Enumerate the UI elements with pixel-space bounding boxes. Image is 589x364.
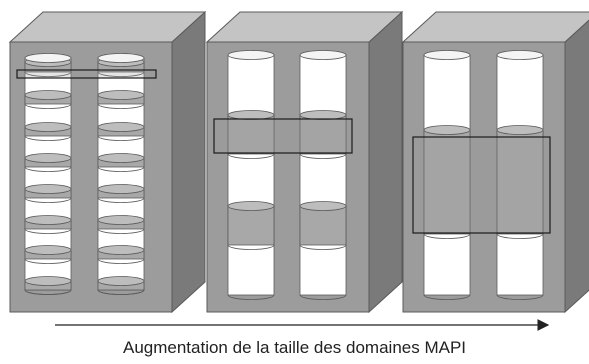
block-side-face: [368, 10, 403, 314]
band-bottom-arc: [24, 103, 72, 109]
band-top-ellipse: [24, 184, 72, 194]
band-bottom-arc: [24, 135, 72, 141]
block-side-face: [171, 10, 206, 314]
band-top-ellipse: [423, 125, 471, 135]
cylinder: [423, 50, 471, 300]
cylinder: [496, 50, 544, 300]
band-bottom-arc: [227, 153, 275, 159]
cylinder-bottom-arc: [97, 289, 145, 295]
cylinder-bottom-arc: [24, 289, 72, 295]
band-bottom-arc: [423, 233, 471, 239]
band-bottom-arc: [299, 244, 347, 250]
band-bottom-arc: [97, 166, 145, 172]
band-bottom-arc: [24, 197, 72, 203]
band-top-ellipse: [24, 153, 72, 163]
band-top-ellipse: [227, 201, 275, 211]
cylinder-bottom-arc: [227, 294, 275, 300]
band-bottom-arc: [97, 103, 145, 109]
block-top-face: [8, 11, 207, 43]
band-bottom-arc: [496, 233, 544, 239]
band-top-ellipse: [97, 184, 145, 194]
block-side-face: [564, 19, 589, 314]
cylinder: [227, 50, 275, 300]
band-top-ellipse: [97, 276, 145, 286]
block-top-face: [401, 11, 589, 43]
band-top-ellipse: [24, 245, 72, 255]
band-top-ellipse: [24, 122, 72, 132]
band-bottom-arc: [97, 71, 145, 77]
mapi-domain-frame: [213, 118, 353, 154]
cylinder-top-ellipse: [227, 50, 275, 60]
band-bottom-arc: [97, 258, 145, 264]
cylinder-top-ellipse: [496, 50, 544, 60]
cylinder-bottom-arc: [496, 294, 544, 300]
panel-large-domains: [401, 11, 589, 314]
band-top-ellipse: [299, 201, 347, 211]
band-bottom-arc: [227, 244, 275, 250]
panel-small-domains: [8, 10, 207, 314]
band-top-ellipse: [97, 153, 145, 163]
mapi-domain-frame: [412, 136, 551, 234]
cylinder-band: [299, 205, 347, 246]
cylinder: [299, 50, 347, 300]
cylinder-band: [227, 114, 275, 155]
cylinder-body: [299, 54, 347, 296]
band-top-ellipse: [496, 125, 544, 135]
cylinder-top-ellipse: [423, 50, 471, 60]
band-top-ellipse: [227, 110, 275, 120]
cylinder-bottom-arc: [423, 294, 471, 300]
mapi-domain-frame: [16, 69, 157, 79]
band-top-ellipse: [24, 215, 72, 225]
band-top-ellipse: [97, 90, 145, 100]
band-bottom-arc: [97, 197, 145, 203]
cylinder-band: [496, 129, 544, 235]
cylinder-bottom-arc: [299, 294, 347, 300]
cylinder-band: [299, 114, 347, 155]
cylinder-band: [423, 129, 471, 235]
band-top-ellipse: [97, 245, 145, 255]
cylinder-top-ellipse: [24, 53, 72, 63]
cylinder-top-ellipse: [299, 50, 347, 60]
cylinder: [97, 53, 145, 295]
band-top-ellipse: [97, 122, 145, 132]
band-top-ellipse: [97, 215, 145, 225]
band-bottom-arc: [97, 135, 145, 141]
band-bottom-arc: [97, 228, 145, 234]
cylinder-top-ellipse: [97, 53, 145, 63]
band-bottom-arc: [24, 228, 72, 234]
band-top-ellipse: [24, 276, 72, 286]
band-bottom-arc: [24, 258, 72, 264]
cylinder-band: [227, 205, 275, 246]
band-bottom-arc: [24, 71, 72, 77]
cylinder-body: [227, 54, 275, 296]
band-bottom-arc: [24, 166, 72, 172]
caption: Augmentation de la taille des domaines M…: [122, 338, 467, 357]
cylinder: [24, 53, 72, 295]
panels: [8, 10, 589, 314]
block-top-face: [205, 11, 404, 43]
panel-medium-domains: [205, 10, 404, 314]
band-bottom-arc: [299, 153, 347, 159]
band-top-ellipse: [299, 110, 347, 120]
band-top-ellipse: [24, 90, 72, 100]
